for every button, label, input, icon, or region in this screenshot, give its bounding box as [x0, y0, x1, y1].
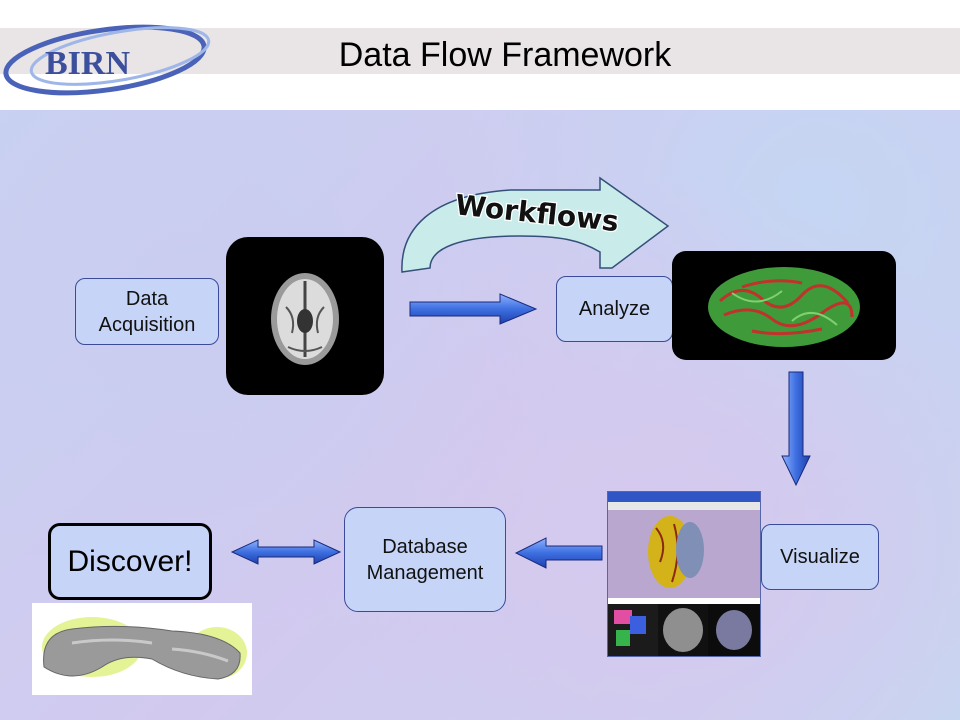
arrow-database-discover [230, 539, 342, 565]
database-management-box: Database Management [344, 507, 506, 612]
discover-label: Discover! [67, 544, 193, 578]
data-acquisition-box: Data Acquisition [75, 278, 219, 345]
visualize-label: Visualize [780, 546, 860, 568]
birn-logo: BIRN [3, 24, 211, 96]
analyze-box: Analyze [556, 276, 673, 342]
hippocampus-render-image [42, 617, 247, 680]
mri-scan-panel [226, 237, 384, 395]
page-title: Data Flow Framework [338, 36, 672, 74]
title-band [0, 28, 960, 74]
arrow-acquisition-to-analyze [409, 293, 538, 325]
arrow-analyze-to-visualize [781, 371, 811, 487]
slide-header: BIRN Data Flow Framework [0, 0, 960, 110]
brain-surface-image [708, 267, 860, 347]
structure-rendering-thumbnail [32, 603, 252, 695]
cortex-surface-panel [672, 251, 896, 360]
logo-text: BIRN [45, 45, 130, 82]
analyze-label: Analyze [578, 298, 651, 320]
visualizer-image [608, 492, 760, 656]
discover-box: Discover! [48, 523, 212, 600]
workflows-arrow [401, 176, 670, 273]
database-management-label: Database Management [366, 535, 484, 584]
visualization-screenshot [607, 491, 761, 657]
data-acquisition-label: Data Acquisition [98, 287, 196, 336]
brain-slice-image [271, 273, 339, 365]
visualize-box: Visualize [761, 524, 879, 590]
arrow-visualize-to-database [514, 537, 603, 569]
